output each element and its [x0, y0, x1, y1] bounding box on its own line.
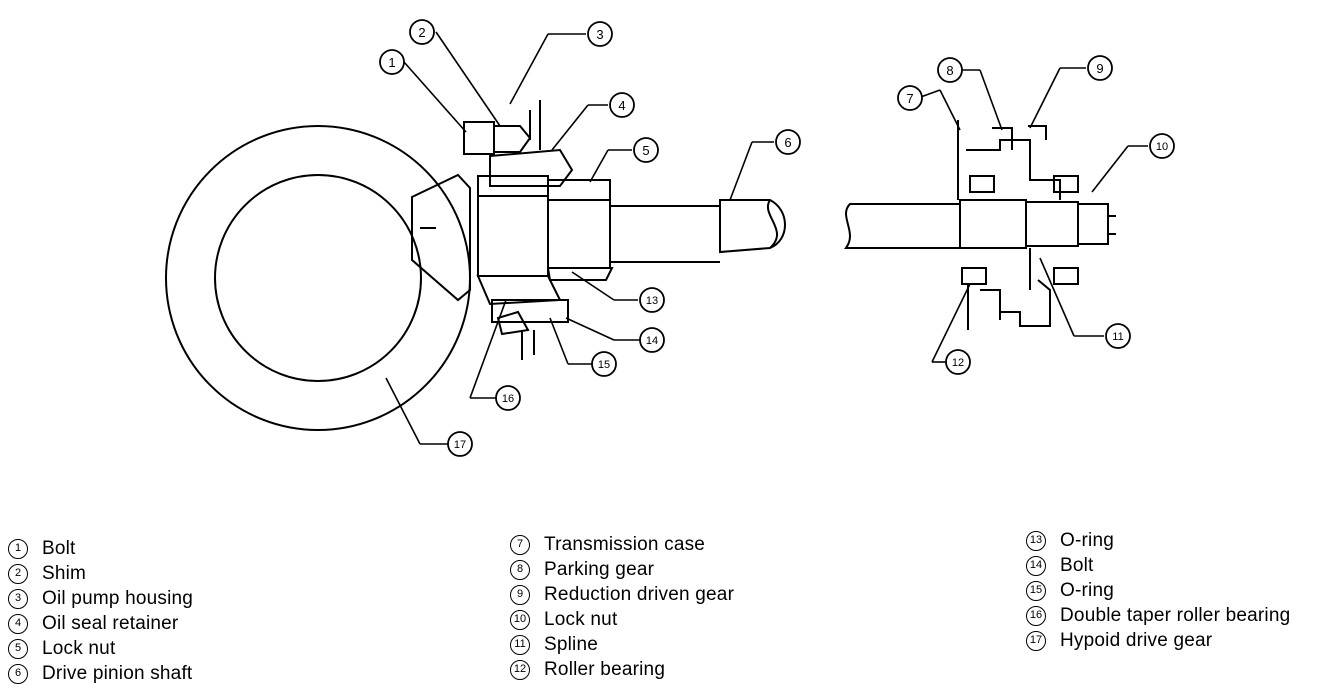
- legend-item: 14 Bolt: [1026, 553, 1290, 578]
- legend-number: 15: [1026, 580, 1046, 601]
- svg-text:15: 15: [598, 359, 610, 371]
- callout-11: 11: [1105, 323, 1131, 349]
- svg-text:4: 4: [618, 98, 625, 113]
- legend-label: Bolt: [42, 538, 76, 559]
- legend-item: 5 Lock nut: [8, 636, 193, 661]
- legend-item: 8 Parking gear: [510, 557, 734, 582]
- callout-13: 13: [639, 287, 665, 313]
- legend-label: O-ring: [1060, 580, 1114, 601]
- legend-item: 17 Hypoid drive gear: [1026, 628, 1290, 653]
- svg-text:3: 3: [596, 27, 603, 42]
- legend-number: 11: [510, 634, 530, 655]
- legend-item: 2 Shim: [8, 561, 193, 586]
- drive-pinion-shaft-left: [610, 199, 786, 263]
- svg-text:10: 10: [1156, 141, 1168, 153]
- callout-14: 14: [639, 327, 665, 353]
- svg-text:14: 14: [646, 335, 658, 347]
- legend-label: Hypoid drive gear: [1060, 630, 1213, 651]
- callout-6: 6: [775, 129, 801, 155]
- legend-number: 17: [1026, 630, 1046, 651]
- callout-4: 4: [609, 92, 635, 118]
- legend-label: Oil pump housing: [42, 588, 194, 609]
- svg-text:17: 17: [454, 439, 466, 451]
- legend-label: Reduction driven gear: [544, 584, 735, 605]
- svg-text:12: 12: [952, 357, 964, 369]
- legend-item: 7 Transmission case: [510, 532, 734, 557]
- legend-number: 9: [510, 584, 530, 605]
- svg-text:11: 11: [1112, 331, 1123, 343]
- legend-item: 11 Spline: [510, 632, 734, 657]
- svg-text:5: 5: [642, 143, 649, 158]
- legend-label: Bolt: [1060, 555, 1094, 576]
- legend-number: 7: [510, 534, 530, 555]
- legend-number: 3: [8, 588, 28, 609]
- legend-label: Lock nut: [42, 638, 116, 659]
- callout-15: 15: [591, 351, 617, 377]
- legend-number: 12: [510, 659, 530, 680]
- svg-text:13: 13: [646, 295, 658, 307]
- callout-2: 2: [409, 19, 435, 45]
- svg-text:1: 1: [388, 55, 395, 70]
- legend-item: 15 O-ring: [1026, 578, 1290, 603]
- legend-label: Spline: [544, 634, 599, 655]
- callout-3: 3: [587, 21, 613, 47]
- callout-8: 8: [937, 57, 963, 83]
- svg-text:7: 7: [906, 91, 913, 106]
- hypoid-drive-gear-inner: [214, 174, 422, 382]
- legend-column-2: 7 Transmission case 8 Parking gear 9 Reduct…: [510, 532, 734, 682]
- svg-text:6: 6: [784, 135, 791, 150]
- legend-item: 13 O-ring: [1026, 528, 1290, 553]
- legend-item: 10 Lock nut: [510, 607, 734, 632]
- legend-item: 12 Roller bearing: [510, 657, 734, 682]
- legend-number: 14: [1026, 555, 1046, 576]
- legend-label: Transmission case: [544, 534, 706, 555]
- legend-number: 2: [8, 563, 28, 584]
- callout-17: 17: [447, 431, 473, 457]
- legend-number: 16: [1026, 605, 1046, 626]
- pinion-assembly: [411, 100, 614, 360]
- callout-7: 7: [897, 85, 923, 111]
- callout-9: 9: [1087, 55, 1113, 81]
- legend-item: 1 Bolt: [8, 536, 193, 561]
- hypoid-drive-gear-outer: [165, 125, 471, 431]
- callouts: 1 2 3 4 5 6 7 8 9 10 11 12 13 14 15 16 1…: [379, 19, 1175, 457]
- pinion-assembly-right: [844, 120, 1116, 330]
- callout-12: 12: [945, 349, 971, 375]
- svg-text:2: 2: [418, 25, 425, 40]
- legend-number: 10: [510, 609, 530, 630]
- legend-number: 5: [8, 638, 28, 659]
- legend-item: 16 Double taper roller bearing: [1026, 603, 1290, 628]
- legend-number: 4: [8, 613, 28, 634]
- callout-5: 5: [633, 137, 659, 163]
- leader-lines: [385, 31, 1148, 445]
- legend-number: 1: [8, 538, 28, 559]
- drive-pinion-diagram: 1 2 3 4 5 6 7 8 9 10 11 12 13 14 15 16 1…: [165, 19, 1175, 457]
- legend-item: 9 Reduction driven gear: [510, 582, 734, 607]
- legend-label: Shim: [42, 563, 87, 584]
- legend-number: 6: [8, 663, 28, 684]
- legend-item: 3 Oil pump housing: [8, 586, 193, 611]
- legend-label: Parking gear: [544, 559, 655, 580]
- legend-label: O-ring: [1060, 530, 1114, 551]
- legend-label: Roller bearing: [544, 659, 666, 680]
- svg-text:8: 8: [946, 63, 953, 78]
- legend-number: 13: [1026, 530, 1046, 551]
- legend-item: 6 Drive pinion shaft: [8, 661, 193, 686]
- legend-item: 4 Oil seal retainer: [8, 611, 193, 636]
- svg-text:9: 9: [1096, 61, 1103, 76]
- callout-10: 10: [1149, 133, 1175, 159]
- svg-text:16: 16: [502, 393, 514, 405]
- legend-label: Lock nut: [544, 609, 618, 630]
- callout-16: 16: [495, 385, 521, 411]
- legend-label: Drive pinion shaft: [42, 663, 193, 684]
- callout-1: 1: [379, 49, 405, 75]
- legend-label: Double taper roller bearing: [1060, 605, 1291, 626]
- legend-column-1: 1 Bolt 2 Shim 3 Oil pump housing 4 Oil seal …: [8, 536, 193, 686]
- legend-number: 8: [510, 559, 530, 580]
- legend-label: Oil seal retainer: [42, 613, 179, 634]
